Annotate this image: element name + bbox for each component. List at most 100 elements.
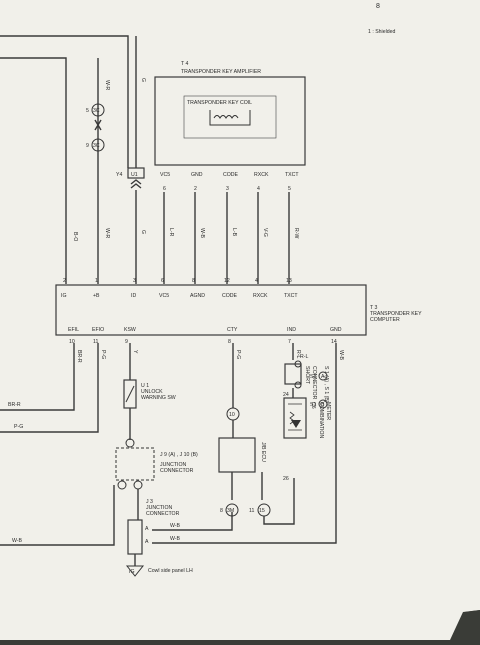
amp-pin-num-0: 6 <box>163 186 166 192</box>
computer-bot-wire-2: Y <box>132 350 138 354</box>
meter-pin-top: 24 <box>283 392 289 398</box>
g-label-bot: G <box>140 230 146 234</box>
connector-3c-lower-label: 3C <box>93 143 100 149</box>
short-connector <box>284 363 302 385</box>
switch-blade <box>125 385 135 403</box>
amp-pin-name-2: CODE <box>223 172 239 178</box>
computer-bot-pin-name-0: EFIL <box>68 327 79 333</box>
connector-3c-upper-num: 5 <box>86 108 89 114</box>
wr-label-bot: W-R <box>104 228 110 239</box>
jc2-a2: A <box>145 539 149 545</box>
computer-top-pin-name-6: RXCK <box>253 293 268 299</box>
connector-3c-upper <box>91 103 105 117</box>
amplifier-title: TRANSPONDER KEY AMPLIFIER <box>181 69 261 75</box>
connector-3c-upper-label: 3C <box>93 108 100 114</box>
computer-id: T 3 <box>370 305 378 311</box>
computer-top-pin-num-4: 8 <box>192 278 195 284</box>
computer-top-pin-name-4: AGND <box>190 293 205 299</box>
coil-title: TRANSPONDER KEY COIL <box>187 100 252 106</box>
p-g-wire <box>0 343 99 433</box>
computer-title1: TRANSPONDER KEY <box>370 311 422 317</box>
computer-bot-wire-5: W-B <box>338 350 344 361</box>
computer-bot-wire-1: P-G <box>100 350 106 359</box>
computer-bot-pin-name-4: IND <box>287 327 296 333</box>
w-b-label: W-B <box>12 538 23 544</box>
computer-bot-wire-0: BR-R <box>76 350 82 363</box>
g-label-top: G <box>140 78 146 82</box>
wb-to-ecu <box>152 512 233 531</box>
s1b-label: S1 <box>310 402 316 408</box>
u1-label: U1 <box>131 172 138 178</box>
junction2-line1: JUNCTION <box>146 505 172 511</box>
computer-top-pin-num-6: 4 <box>255 278 258 284</box>
s1a-circle <box>318 371 328 381</box>
connector-arrow <box>94 119 102 131</box>
junction2-line2: CONNECTOR <box>146 511 180 517</box>
computer-top-pin-num-7: 13 <box>286 278 292 284</box>
meter-id: C6 <box>310 402 316 409</box>
amp-pin-num-2: 3 <box>226 186 229 192</box>
meter-label2: METER <box>325 402 331 420</box>
junction2-id: J 3 <box>146 499 153 505</box>
amp-pin-num-4: 5 <box>288 186 291 192</box>
y4-arrow <box>130 179 142 189</box>
amp-wire-color-4: R-W <box>293 228 299 238</box>
computer-box <box>55 284 367 336</box>
amp-pin-num-3: 4 <box>257 186 260 192</box>
jb-ecu-box <box>218 437 256 473</box>
amplifier-id: T 4 <box>181 61 189 67</box>
ground-label: Cowl side panel LH <box>148 568 193 574</box>
computer-bot-pin-num-5: 14 <box>331 339 337 345</box>
coil-inner-box <box>183 95 277 139</box>
computer-bot-pin-num-0: 10 <box>69 339 75 345</box>
computer-title2: COMPUTER <box>370 317 400 323</box>
bo-label: B-O <box>72 232 78 241</box>
s1b-circle-label: B <box>321 402 325 408</box>
computer-bot-pin-name-3: CTY <box>227 327 238 333</box>
page-number: 8 <box>376 3 380 10</box>
computer-top-pin-name-5: CODE <box>222 293 238 299</box>
wb-to-gnd <box>152 343 337 544</box>
amp-wire-color-1: W-B <box>199 228 205 239</box>
amp-wire-color-3: V-G <box>262 228 268 237</box>
bo-wire <box>0 57 67 284</box>
wb-label-1: W-B <box>170 523 181 529</box>
ecu-pin-a: 8 <box>220 508 223 514</box>
computer-bot-pin-name-2: KSW <box>124 327 136 333</box>
unlock-sw-line1: UNLOCK <box>141 389 163 395</box>
computer-top-pin-name-0: IG <box>61 293 66 299</box>
ecu-conn-15-label: 15 <box>259 508 265 514</box>
computer-bot-wire-3: P-G <box>235 350 241 359</box>
ground-id: IG <box>129 569 134 575</box>
amp-pin-name-4: TXCT <box>285 172 299 178</box>
junction1-line2: CONNECTOR <box>160 468 194 474</box>
s1a-label: S1 <box>310 374 316 380</box>
computer-bottom-pins: EFIL10BR-REFIO11P-GKSW9YCTY8P-GIND7R-LGN… <box>68 327 344 363</box>
computer-top-pin-name-3: VC5 <box>159 293 169 299</box>
computer-top-pin-name-7: TXCT <box>284 293 298 299</box>
jc2-a: A <box>145 526 149 532</box>
meter-label1: COMBINATION <box>318 402 324 438</box>
meter-led <box>291 420 301 428</box>
short-pin-a <box>294 360 302 368</box>
u1-connector <box>127 167 145 179</box>
computer-top-pin-num-2: 3 <box>133 278 136 284</box>
ecu-conn-3m <box>225 503 239 517</box>
s1b-circle <box>318 399 328 409</box>
short-label2: CONNECTOR <box>311 366 317 400</box>
meter-pin-bot: 26 <box>283 476 289 482</box>
short-id: S 1 (A) , S 1 (B) <box>323 366 329 403</box>
left-frame-wire <box>0 35 129 168</box>
coil-symbol <box>209 110 251 126</box>
amp-pin-name-0: VC5 <box>160 172 170 178</box>
computer-bot-wire-4: R-L <box>295 350 301 358</box>
ecu-to-meter <box>263 478 295 525</box>
unlock-sw-line2: WARNING SW <box>141 395 176 401</box>
junction1-line1: JUNCTION <box>160 462 186 468</box>
amplifier-box <box>154 76 306 166</box>
